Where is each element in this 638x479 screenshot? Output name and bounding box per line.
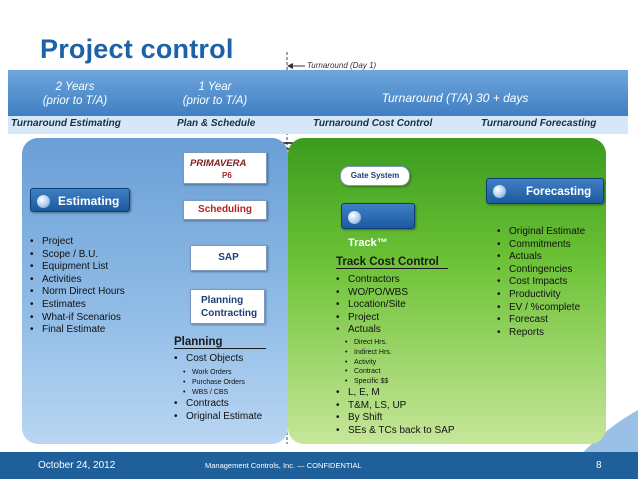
page-title: Project control: [40, 34, 234, 64]
list-item: L, E, M: [336, 387, 486, 400]
list-item: Cost Objects: [174, 353, 284, 366]
gate-system-pill: Gate System: [340, 166, 410, 186]
planning-box-line2: Contracting: [201, 307, 258, 319]
list-item: Final Estimate: [30, 324, 170, 337]
planning-contracting-box: Planning Contracting: [190, 289, 265, 324]
phase-bar: [8, 70, 628, 116]
list-item: What-if Scenarios: [30, 312, 170, 325]
list-item: Indirect Hrs.: [345, 348, 455, 358]
track-button: Track™: [341, 203, 415, 249]
forecasting-button: Forecasting: [486, 178, 604, 204]
phase-2-years: 2 Years (prior to T/A): [20, 80, 130, 108]
track-cost-heading: Track Cost Control: [336, 256, 448, 269]
actuals-sublist: Direct Hrs. Indirect Hrs. Activity Contr…: [345, 338, 455, 387]
phase-1-year: 1 Year (prior to T/A): [160, 80, 270, 108]
phase-1-year-line2: (prior to T/A): [182, 95, 248, 107]
list-item: SEs & TCs back to SAP: [336, 425, 486, 438]
sap-box: SAP: [190, 245, 267, 271]
planning-list: Cost Objects: [174, 353, 284, 366]
list-item: Work Orders: [183, 368, 283, 378]
list-item: Specific $$: [345, 377, 455, 387]
stage-plan-schedule: Plan & Schedule: [177, 118, 256, 129]
estimating-button: Estimating: [30, 188, 130, 212]
list-item: Forecast: [497, 314, 607, 327]
list-item: Activities: [30, 274, 170, 287]
list-item: EV / %complete: [497, 302, 607, 315]
list-item: Equipment List: [30, 261, 170, 274]
footer-bar: [0, 452, 638, 479]
forecasting-list: Original Estimate Commitments Actuals Co…: [497, 226, 607, 339]
list-item: Original Estimate: [174, 411, 284, 424]
globe-icon: [348, 210, 361, 224]
planning-heading: Planning: [174, 336, 266, 349]
list-item: Commitments: [497, 239, 607, 252]
track-label: Track™: [348, 237, 388, 249]
list-item: Contract: [345, 367, 455, 377]
phase-turnaround: Turnaround (T/A) 30 + days: [381, 91, 529, 105]
list-item: Actuals: [497, 251, 607, 264]
primavera-logo-box: PRIMAVERA P6: [183, 152, 267, 184]
turnaround-marker-label: Turnaround (Day 1): [307, 61, 377, 70]
primavera-version: P6: [222, 171, 232, 180]
globe-icon: [37, 195, 50, 209]
phase-2-years-line1: 2 Years: [55, 81, 95, 93]
list-item: Productivity: [497, 289, 607, 302]
turnaround-arrowhead: [287, 63, 293, 69]
list-item: Direct Hrs.: [345, 338, 455, 348]
footer-page-number: 8: [596, 460, 602, 471]
estimating-label: Estimating: [58, 194, 120, 208]
list-item: Scope / B.U.: [30, 249, 170, 262]
scheduling-box: Scheduling: [183, 200, 267, 220]
stage-cost-control: Turnaround Cost Control: [313, 118, 433, 129]
list-item: Original Estimate: [497, 226, 607, 239]
list-item: Activity: [345, 358, 455, 368]
list-item: Project: [30, 236, 170, 249]
list-item: Estimates: [30, 299, 170, 312]
stage-forecasting: Turnaround Forecasting: [481, 118, 597, 129]
list-item: Location/Site: [336, 299, 456, 312]
list-item: T&M, LS, UP: [336, 400, 486, 413]
footer-confidential: Management Controls, Inc. — CONFIDENTIAL: [205, 461, 362, 470]
list-item: Contingencies: [497, 264, 607, 277]
list-item: WBS / CBS: [183, 388, 283, 398]
estimating-list: Project Scope / B.U. Equipment List Acti…: [30, 236, 170, 337]
list-item: WO/PO/WBS: [336, 287, 456, 300]
list-item: Contractors: [336, 274, 456, 287]
phase-2-years-line2: (prior to T/A): [42, 95, 108, 107]
planning-list-2: Contracts Original Estimate: [174, 398, 284, 423]
primavera-logo: PRIMAVERA: [190, 158, 247, 169]
list-item: Actuals: [336, 324, 456, 337]
list-item: Cost Impacts: [497, 276, 607, 289]
footer-date: October 24, 2012: [38, 460, 116, 471]
forecasting-label: Forecasting: [526, 186, 592, 198]
list-item: Purchase Orders: [183, 378, 283, 388]
list-item: Contracts: [174, 398, 284, 411]
list-item: Reports: [497, 327, 607, 340]
track-cost-list-2: L, E, M T&M, LS, UP By Shift SEs & TCs b…: [336, 387, 486, 437]
list-item: Project: [336, 312, 456, 325]
track-cost-list: Contractors WO/PO/WBS Location/Site Proj…: [336, 274, 456, 337]
planning-box-line1: Planning: [201, 295, 244, 306]
cost-objects-sublist: Work Orders Purchase Orders WBS / CBS: [183, 368, 283, 397]
phase-1-year-line1: 1 Year: [198, 81, 232, 93]
list-item: By Shift: [336, 412, 486, 425]
stage-bar: [8, 116, 628, 134]
list-item: Norm Direct Hours: [30, 286, 170, 299]
stage-estimating: Turnaround Estimating: [11, 118, 121, 129]
globe-icon: [493, 185, 506, 199]
